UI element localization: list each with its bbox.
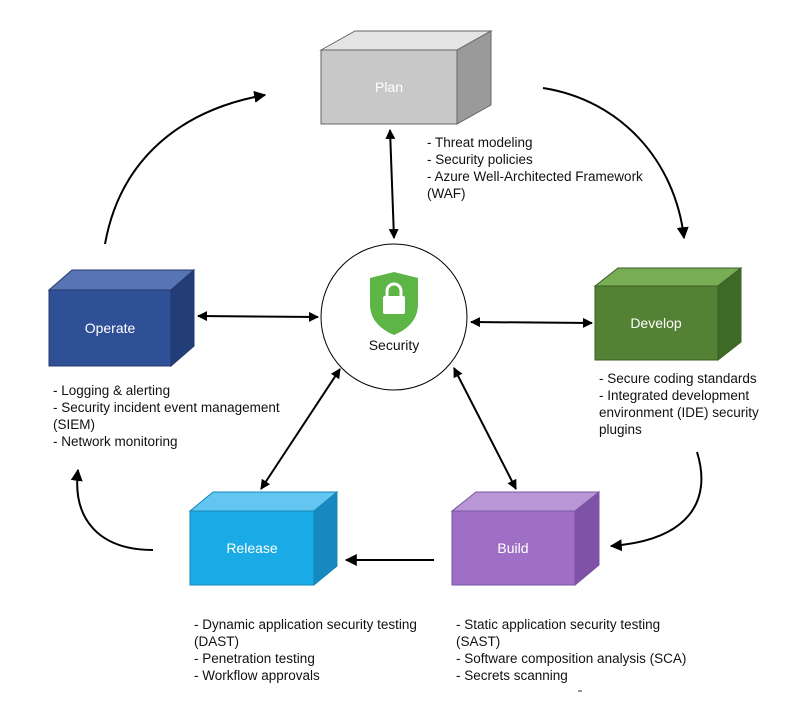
link-develop-security — [470, 317, 593, 328]
plan-note-1: - Threat modeling — [427, 135, 533, 150]
release-notes: - Dynamic application security testing (… — [194, 616, 417, 684]
release-label: Release — [226, 540, 278, 556]
cycle-arrow-plan-to-develop — [542, 87, 689, 240]
build-notes: - Static application security testing (S… — [456, 616, 686, 684]
stage-develop: Develop — [593, 266, 743, 362]
stage-plan: Plan — [319, 30, 493, 125]
security-hub: Security — [320, 243, 468, 391]
lock-shield-icon — [370, 272, 418, 335]
release-note-4: - Workflow approvals — [194, 668, 320, 683]
operate-label: Operate — [85, 320, 136, 336]
security-label: Security — [369, 337, 420, 353]
stage-operate: Operate — [47, 268, 196, 368]
build-label: Build — [497, 540, 528, 556]
build-note-2: (SAST) — [456, 634, 501, 649]
operate-note-1: - Logging & alerting — [53, 383, 171, 398]
build-note-4: - Secrets scanning — [456, 668, 568, 683]
develop-label: Develop — [630, 315, 682, 331]
cycle-arrow-operate-to-plan — [104, 90, 267, 245]
build-note-1: - Static application security testing — [456, 617, 661, 632]
plan-note-2: - Security policies — [427, 152, 533, 167]
link-plan-security — [385, 129, 399, 239]
plan-note-4: (WAF) — [427, 186, 466, 201]
stage-release: Release — [188, 490, 339, 587]
develop-note-4: plugins — [599, 422, 642, 437]
plan-label: Plan — [375, 79, 403, 95]
plan-front — [320, 49, 458, 125]
plan-note-3: - Azure Well-Architected Framework — [427, 169, 643, 184]
operate-notes: - Logging & alerting - Security incident… — [53, 382, 280, 450]
link-operate-security — [197, 311, 319, 322]
operate-note-3: (SIEM) — [53, 417, 95, 432]
build-note-3: - Software composition analysis (SCA) — [456, 651, 687, 666]
stage-build: Build — [450, 490, 601, 587]
operate-note-4: - Network monitoring — [53, 434, 178, 449]
release-note-3: - Penetration testing — [194, 651, 315, 666]
release-note-2: (DAST) — [194, 634, 239, 649]
release-note-1: - Dynamic application security testing — [194, 617, 417, 632]
plan-notes: - Threat modeling - Security policies - … — [427, 134, 643, 202]
cycle-arrow-develop-to-build — [609, 451, 703, 552]
link-build-security — [453, 367, 517, 490]
develop-note-3: environment (IDE) security — [599, 405, 759, 420]
develop-note-2: - Integrated development — [599, 388, 750, 403]
operate-note-2: - Security incident event management — [53, 400, 280, 415]
develop-notes: - Secure coding standards - Integrated d… — [599, 370, 759, 438]
cycle-arrow-release-to-operate — [70, 468, 154, 551]
link-release-security — [260, 368, 341, 490]
develop-note-1: - Secure coding standards — [599, 371, 757, 386]
